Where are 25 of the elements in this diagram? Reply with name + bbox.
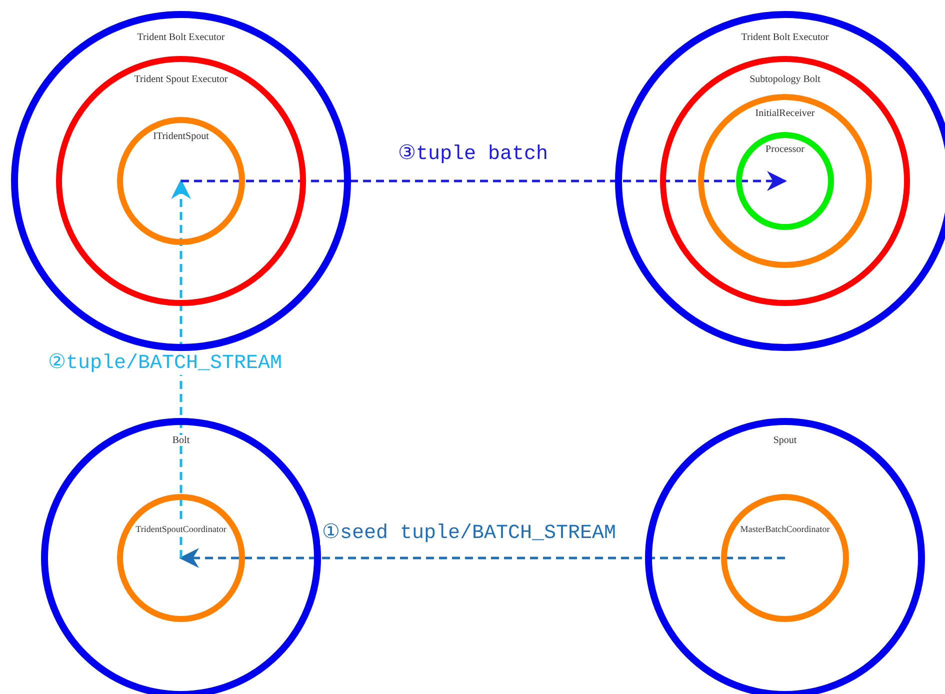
node-label: Spout xyxy=(773,435,797,446)
circle-node xyxy=(736,132,834,230)
circle-node xyxy=(660,56,910,306)
circle-node xyxy=(615,11,945,351)
node-label: Subtopology Bolt xyxy=(750,74,820,85)
node-label: ITridentSpout xyxy=(153,131,209,142)
dashed-arrow xyxy=(181,171,787,191)
node-label: Processor xyxy=(766,144,804,155)
circle-node xyxy=(698,94,872,268)
node-label: MasterBatchCoordinator xyxy=(740,524,830,534)
circle-node xyxy=(41,418,321,694)
circle-node xyxy=(645,418,925,694)
node-label: InitialReceiver xyxy=(755,108,815,119)
node-label: Trident Bolt Executor xyxy=(741,32,829,43)
node-label: Trident Bolt Executor xyxy=(137,32,225,43)
circle-node xyxy=(117,117,245,245)
dashed-arrow xyxy=(179,548,785,568)
circle-node xyxy=(11,11,351,351)
circle-node xyxy=(117,494,245,622)
node-label: Bolt xyxy=(172,435,190,446)
circle-node xyxy=(721,494,849,622)
circle-node xyxy=(56,56,306,306)
node-label: Trident Spout Executor xyxy=(134,74,228,85)
node-label: TridentSpoutCoordinator xyxy=(136,524,226,534)
dashed-arrow xyxy=(171,179,191,558)
